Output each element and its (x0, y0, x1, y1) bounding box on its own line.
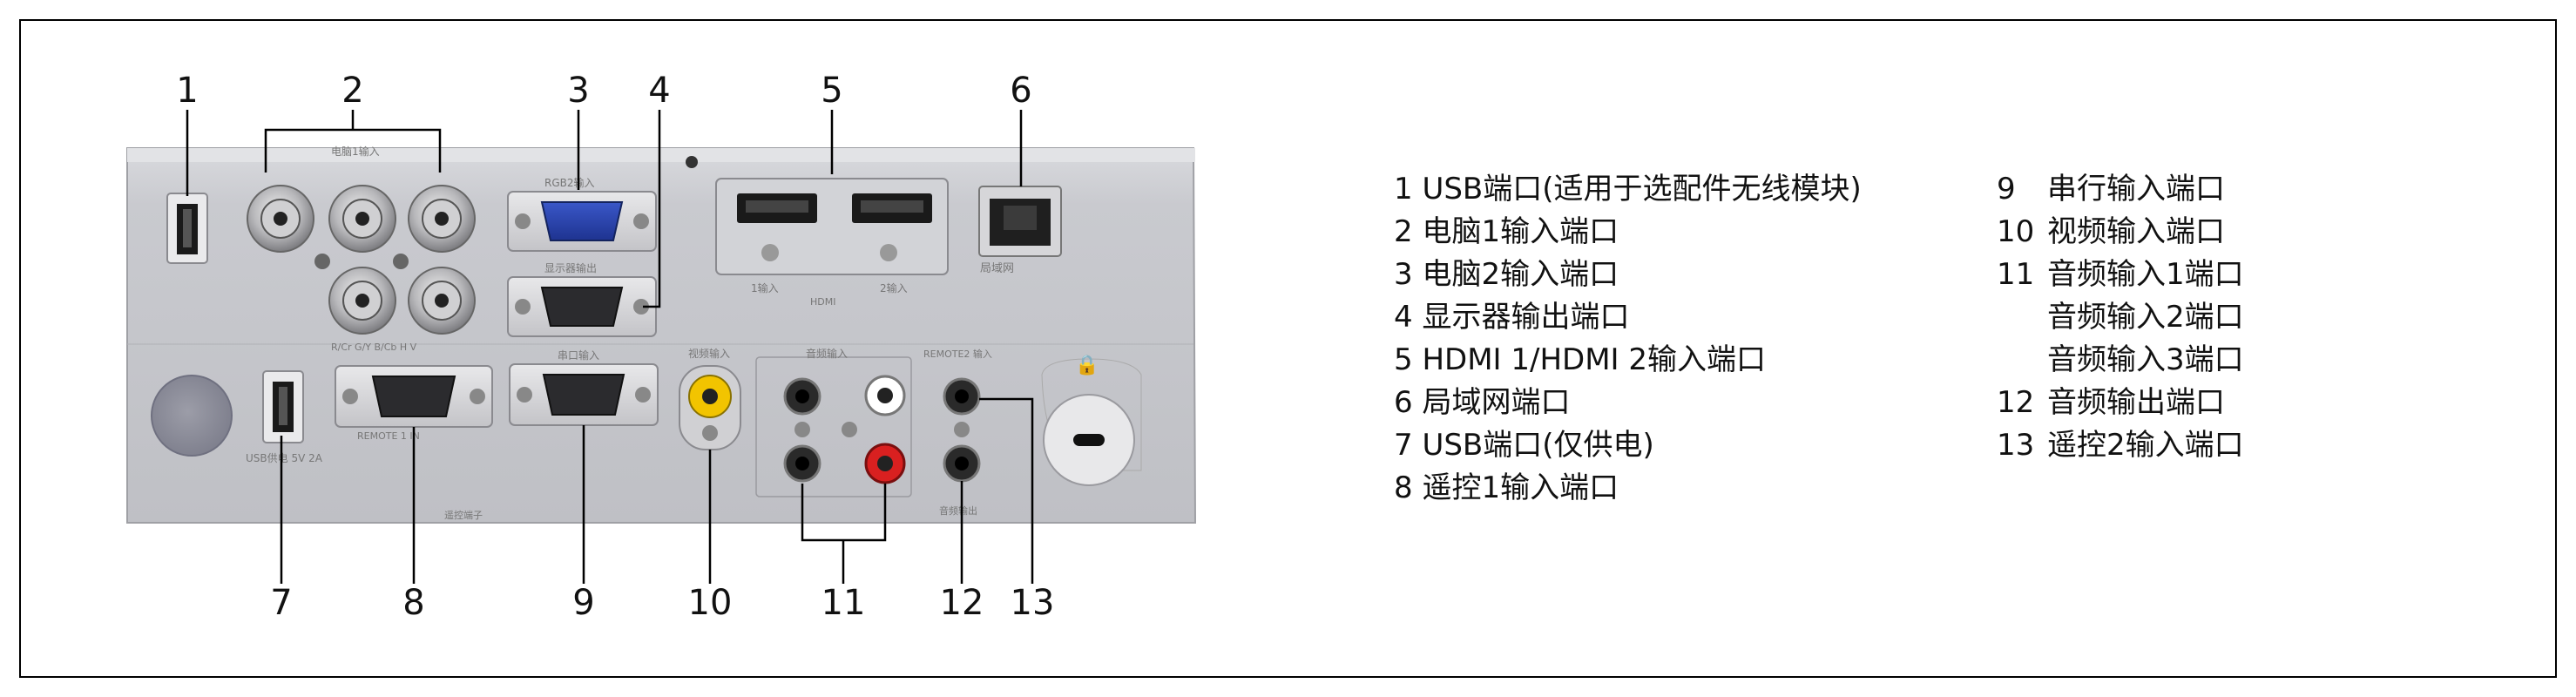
legend-number: 6 (1394, 385, 1413, 420)
hdmi-label: HDMI (810, 296, 835, 308)
legend-number: 12 (1997, 385, 2035, 420)
legend-item: 3 电脑2输入端口 (1394, 254, 1862, 296)
legend-number: 8 (1394, 470, 1413, 505)
legend-number: 5 (1394, 342, 1413, 377)
legend-item: 4 显示器输出端口 (1394, 296, 1862, 339)
legend-number: 4 (1394, 300, 1413, 335)
bnc-v (408, 267, 476, 335)
legend-item: 7 USB端口(仅供电) (1394, 424, 1862, 467)
legend-number: 1 (1394, 172, 1413, 206)
indicator-hole (686, 156, 698, 168)
hdmi2-in-label: 2输入 (880, 281, 908, 294)
callout-line-13 (979, 397, 1034, 584)
legend-text: 音频输入2端口 (2047, 300, 2244, 335)
legend-number: 9 (1997, 172, 2016, 206)
legend-text: 遥控1输入端口 (1422, 470, 1619, 505)
remote-ctrl-label: 遥控端子 (444, 509, 483, 521)
bnc-r (247, 185, 314, 253)
callout-6: 6 (1010, 71, 1032, 111)
legend-text: 遥控2输入端口 (2047, 428, 2244, 463)
audio-in-ports: 音频输入 (755, 347, 912, 497)
computer-in1-label: 电脑1输入 (331, 145, 380, 158)
legend-text: USB端口(仅供电) (1422, 428, 1654, 463)
legend-item: 1 USB端口(适用于选配件无线模块) (1394, 168, 1862, 211)
usb-port-wireless (166, 193, 208, 264)
legend-item: 6 局域网端口 (1394, 382, 1862, 424)
legend-text: 电脑1输入端口 (1422, 214, 1619, 249)
legend-number: 2 (1394, 214, 1413, 249)
audio-out-label: 音频输出 (939, 504, 977, 517)
legend-right: 9 串行输入端口 10 视频输入端口 11 音频输入1端口 音频输入2端口 音频输入3… (1997, 168, 2244, 467)
remote1-in-label: REMOTE 1 IN (357, 430, 420, 442)
rgbhv-label: R/Cr G/Y B/Cb H V (331, 342, 417, 353)
legend-item: 9 串行输入端口 (1997, 168, 2244, 211)
legend-text: 局域网端口 (1422, 385, 1571, 420)
remote2-audio-out-ports: REMOTE2 输入 音频输出 (923, 348, 992, 517)
bnc-h (328, 267, 396, 335)
callout-10: 10 (687, 583, 733, 623)
security-lock-slot: 🔒 (1041, 355, 1142, 486)
callout-7: 7 (270, 583, 293, 623)
lan-port: 局域网 (978, 186, 1062, 275)
legend-number: 3 (1394, 257, 1413, 292)
legend-text: HDMI 1/HDMI 2输入端口 (1422, 342, 1767, 377)
legend-item: 5 HDMI 1/HDMI 2输入端口 (1394, 339, 1862, 382)
usb-power-label: USB供电 5V 2A (246, 452, 323, 464)
video-in-label: 视频输入 (688, 347, 730, 360)
legend-number: 13 (1997, 428, 2035, 463)
legend-item: 10 视频输入端口 (1997, 211, 2244, 254)
vga-rgb2-in: RGB2输入 (507, 176, 657, 252)
legend-number: 11 (1997, 257, 2035, 292)
legend-item: 12 音频输出端口 (1997, 382, 2244, 424)
audio-in-label: 音频输入 (806, 347, 848, 360)
monitor-out-label: 显示器输出 (544, 261, 597, 274)
legend-text: 音频输出端口 (2047, 385, 2225, 420)
callout-1: 1 (176, 71, 199, 111)
bnc-g (328, 185, 396, 253)
serial-in-port: 串口输入 (509, 348, 659, 426)
video-in-port: 视频输入 (679, 347, 741, 450)
legend-item: 音频输入2端口 (1997, 296, 2244, 339)
legend-text: 电脑2输入端口 (1422, 257, 1619, 292)
legend-item: 音频输入3端口 (1997, 339, 2244, 382)
legend-text: 串行输入端口 (2047, 172, 2225, 206)
callout-9: 9 (572, 583, 595, 623)
legend-text: USB端口(适用于选配件无线模块) (1422, 172, 1862, 206)
legend-left: 1 USB端口(适用于选配件无线模块) 2 电脑1输入端口 3 电脑2输入端口 … (1394, 168, 1862, 510)
callout-11: 11 (821, 583, 866, 623)
callout-4: 4 (648, 71, 671, 111)
remote2-in-label: REMOTE2 输入 (923, 348, 992, 360)
callout-line-4 (643, 110, 661, 308)
legend-item: 13 遥控2输入端口 (1997, 424, 2244, 467)
legend-text: 音频输入3端口 (2047, 342, 2244, 377)
callout-13: 13 (1010, 583, 1055, 623)
callout-5: 5 (821, 71, 843, 111)
figure-frame (19, 19, 2557, 678)
callout-3: 3 (567, 71, 590, 111)
legend-item: 2 电脑1输入端口 (1394, 211, 1862, 254)
callout-2: 2 (341, 71, 364, 111)
callout-8: 8 (402, 583, 425, 623)
round-knob (151, 375, 233, 457)
legend-number: 10 (1997, 214, 2035, 249)
legend-text: 音频输入1端口 (2047, 257, 2244, 292)
hdmi-ports: 1输入 2输入 HDMI (715, 178, 949, 308)
hdmi1-in-label: 1输入 (751, 281, 779, 294)
legend-text: 视频输入端口 (2047, 214, 2225, 249)
legend-number: 7 (1394, 428, 1413, 463)
legend-item: 8 遥控1输入端口 (1394, 467, 1862, 510)
serial-in-label: 串口输入 (558, 348, 599, 362)
rgb2-in-label: RGB2输入 (544, 176, 595, 189)
bnc-b (408, 185, 476, 253)
legend-item: 11 音频输入1端口 (1997, 254, 2244, 296)
legend-text: 显示器输出端口 (1422, 300, 1630, 335)
callout-12: 12 (939, 583, 984, 623)
lock-icon: 🔒 (1075, 355, 1099, 376)
lan-label: 局域网 (980, 262, 1014, 275)
vga-monitor-out: 显示器输出 (507, 261, 657, 337)
usb-port-power: USB供电 5V 2A (246, 370, 323, 464)
bnc-connectors: 电脑1输入 R/Cr G/Y B/Cb H V (247, 145, 476, 353)
callout-lines (186, 110, 1034, 584)
